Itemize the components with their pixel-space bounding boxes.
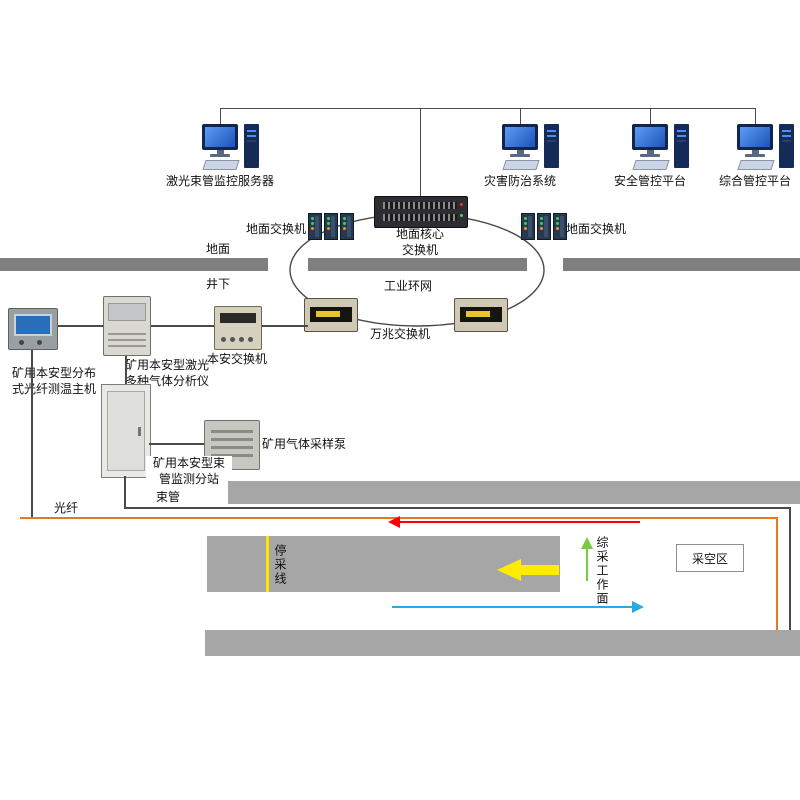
label-fiber-temp-host: 矿用本安型分布 式光纤测温主机 [11,366,96,396]
goaf-area-box: 采空区 [676,544,744,572]
working-face-block [207,536,560,592]
monitor-icon [737,124,773,150]
monitor-base [745,154,765,157]
label-ground-switch-right: 地面交换机 [566,222,627,236]
screen [740,127,770,147]
intake-airflow-arrow [388,516,640,528]
return-airflow-arrow [392,601,644,613]
monitor-base [510,154,530,157]
label-underground: 井下 [205,277,230,291]
label-tube: 束管 [155,490,180,504]
label-ten-gig-switch: 万兆交换机 [360,327,440,343]
switch-module [340,213,354,240]
ground-bar-right [563,258,800,271]
workstation-laser-tube-server [202,122,262,174]
keyboard-icon [737,160,775,170]
fiber-host-down-line [31,348,33,518]
monitor-base [640,154,660,157]
tube-line-horizontal [124,507,791,509]
monitor-icon [632,124,668,150]
monitor-icon [502,124,538,150]
label-gas-pump: 矿用气体采样泵 [262,437,347,451]
tower-icon [674,124,689,168]
label-safety-platform: 安全管控平台 [613,174,686,188]
tunnel-bottom-bar [205,630,800,656]
tower-icon [544,124,559,168]
switch-module [537,213,551,240]
fiber-line-vertical [776,517,778,631]
gas-pump-device [204,420,260,470]
monitor-base [210,154,230,157]
bus-drop-3 [650,108,651,124]
tower-icon [244,124,259,168]
screen [635,127,665,147]
keyboard-icon [502,160,540,170]
bus-drop-1 [220,108,221,124]
bus-drop-4 [755,108,756,124]
stop-mining-line [266,536,269,592]
cabinet-down-line [124,476,126,507]
label-disaster-system: 灾害防治系统 [483,174,556,188]
core-switch-uplink [420,108,421,196]
laser-gas-analyzer-device [103,296,151,356]
label-safe-switch: 本安交换机 [206,352,267,366]
tube-line-vertical [789,507,791,631]
tube-substation-cabinet [101,384,151,478]
switch-module [324,213,338,240]
workstation-safety-platform [632,122,692,174]
bus-drop-2 [520,108,521,124]
switch-ports-row [383,202,457,209]
keyboard-icon [632,160,670,170]
safe-switch-device [214,306,262,350]
monitor-stand [217,150,224,154]
switch-module [521,213,535,240]
screen [205,127,235,147]
ground-switch-right-device [521,213,567,240]
screen [505,127,535,147]
instrument-chain-line [30,325,308,327]
face-advance-arrow [497,559,559,581]
device-screen [14,314,52,336]
keyboard-icon [202,160,240,170]
analyzer-to-cabinet-line [125,354,127,384]
monitor-stand [517,150,524,154]
ground-bar-middle [308,258,527,271]
ten-gig-switch-right-device [454,298,508,332]
label-stop-line: 停采线 [273,544,287,586]
tunnel-top-bar [228,481,800,504]
face-direction-arrow [581,537,593,581]
label-tube-substation: 矿用本安型束 管监测分站 [146,456,232,488]
label-surface: 地面 [205,242,230,256]
ground-switch-left-device [308,213,354,240]
label-ground-switch-left: 地面交换机 [245,222,306,236]
label-core-switch: 地面核心 交换机 [395,227,444,257]
monitor-stand [752,150,759,154]
switch-module [553,213,567,240]
label-fiber: 光纤 [53,501,78,515]
label-goaf: 采空区 [691,551,728,566]
ground-bar-left [0,258,268,271]
fiber-temp-host-device [8,308,58,350]
cabinet-to-pump-line [149,443,204,445]
workstation-integrated-platform [737,122,797,174]
label-industrial-ring: 工业环网 [368,279,448,295]
monitor-stand [647,150,654,154]
top-bus-line [220,108,756,109]
switch-ports-row [383,214,457,221]
tower-icon [779,124,794,168]
workstation-disaster-system [502,122,562,174]
monitor-icon [202,124,238,150]
label-laser-tube-server: 激光束管监控服务器 [165,174,274,188]
core-switch-device [374,196,468,228]
label-working-face: 综采工作面 [595,536,609,606]
label-integrated-platform: 综合管控平台 [718,174,791,188]
switch-module [308,213,322,240]
ten-gig-switch-left-device [304,298,358,332]
